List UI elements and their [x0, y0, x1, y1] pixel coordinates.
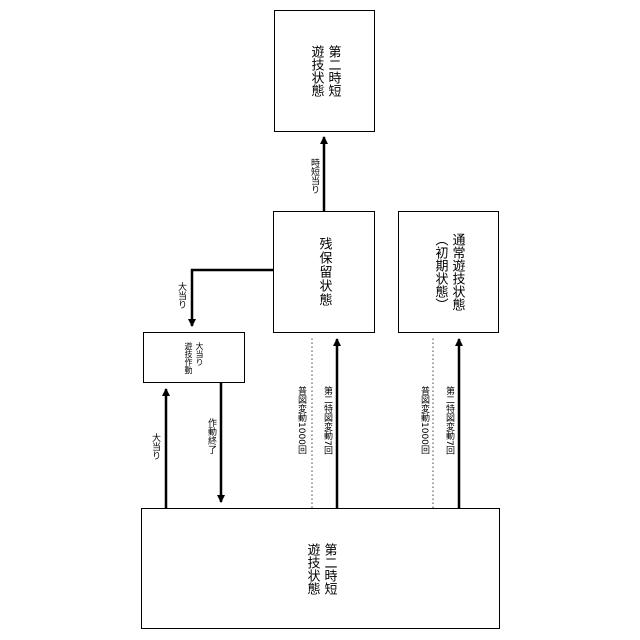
state-label-line-2: 遊技状態 [304, 543, 321, 595]
state-label-line-1: 第二時短 [325, 45, 342, 97]
state-label-line-2: （初期状態） [432, 233, 449, 311]
state-label-line-2: 遊技状態 [308, 45, 325, 97]
state-box-residual: 残保留状態 [273, 211, 375, 333]
arrow-big-hit-from-residual [192, 270, 273, 326]
label-normal-1000-left: 普図変動1000回 [296, 386, 305, 454]
state-label-line-2: 遊技作動 [183, 342, 194, 374]
state-box-normal: 通常遊技状態 （初期状態） [398, 211, 499, 333]
state-label-line-1: 大当り [194, 342, 205, 374]
label-play-end: 作動終了 [206, 418, 215, 454]
state-label-line-1: 第二時短 [321, 543, 338, 595]
state-label: 残保留状態 [315, 237, 334, 307]
state-box-second-short-bottom: 第二時短 遊技状態 [141, 508, 500, 629]
state-box-big-hit-play: 大当り 遊技作動 [143, 332, 245, 383]
label-short-hit: 時短当り [309, 158, 318, 194]
state-box-second-short-top: 第二時短 遊技状態 [274, 10, 375, 132]
state-label-line-1: 通常遊技状態 [449, 233, 466, 311]
label-second-7-right: 第二特図変動7回 [444, 386, 453, 455]
label-big-hit-upper: 大当り [176, 282, 185, 309]
label-second-7-left: 第二特図変動7回 [322, 386, 331, 455]
label-big-hit-lower: 大当り [150, 433, 159, 460]
label-normal-1000-right: 普図変動1000回 [419, 386, 428, 454]
